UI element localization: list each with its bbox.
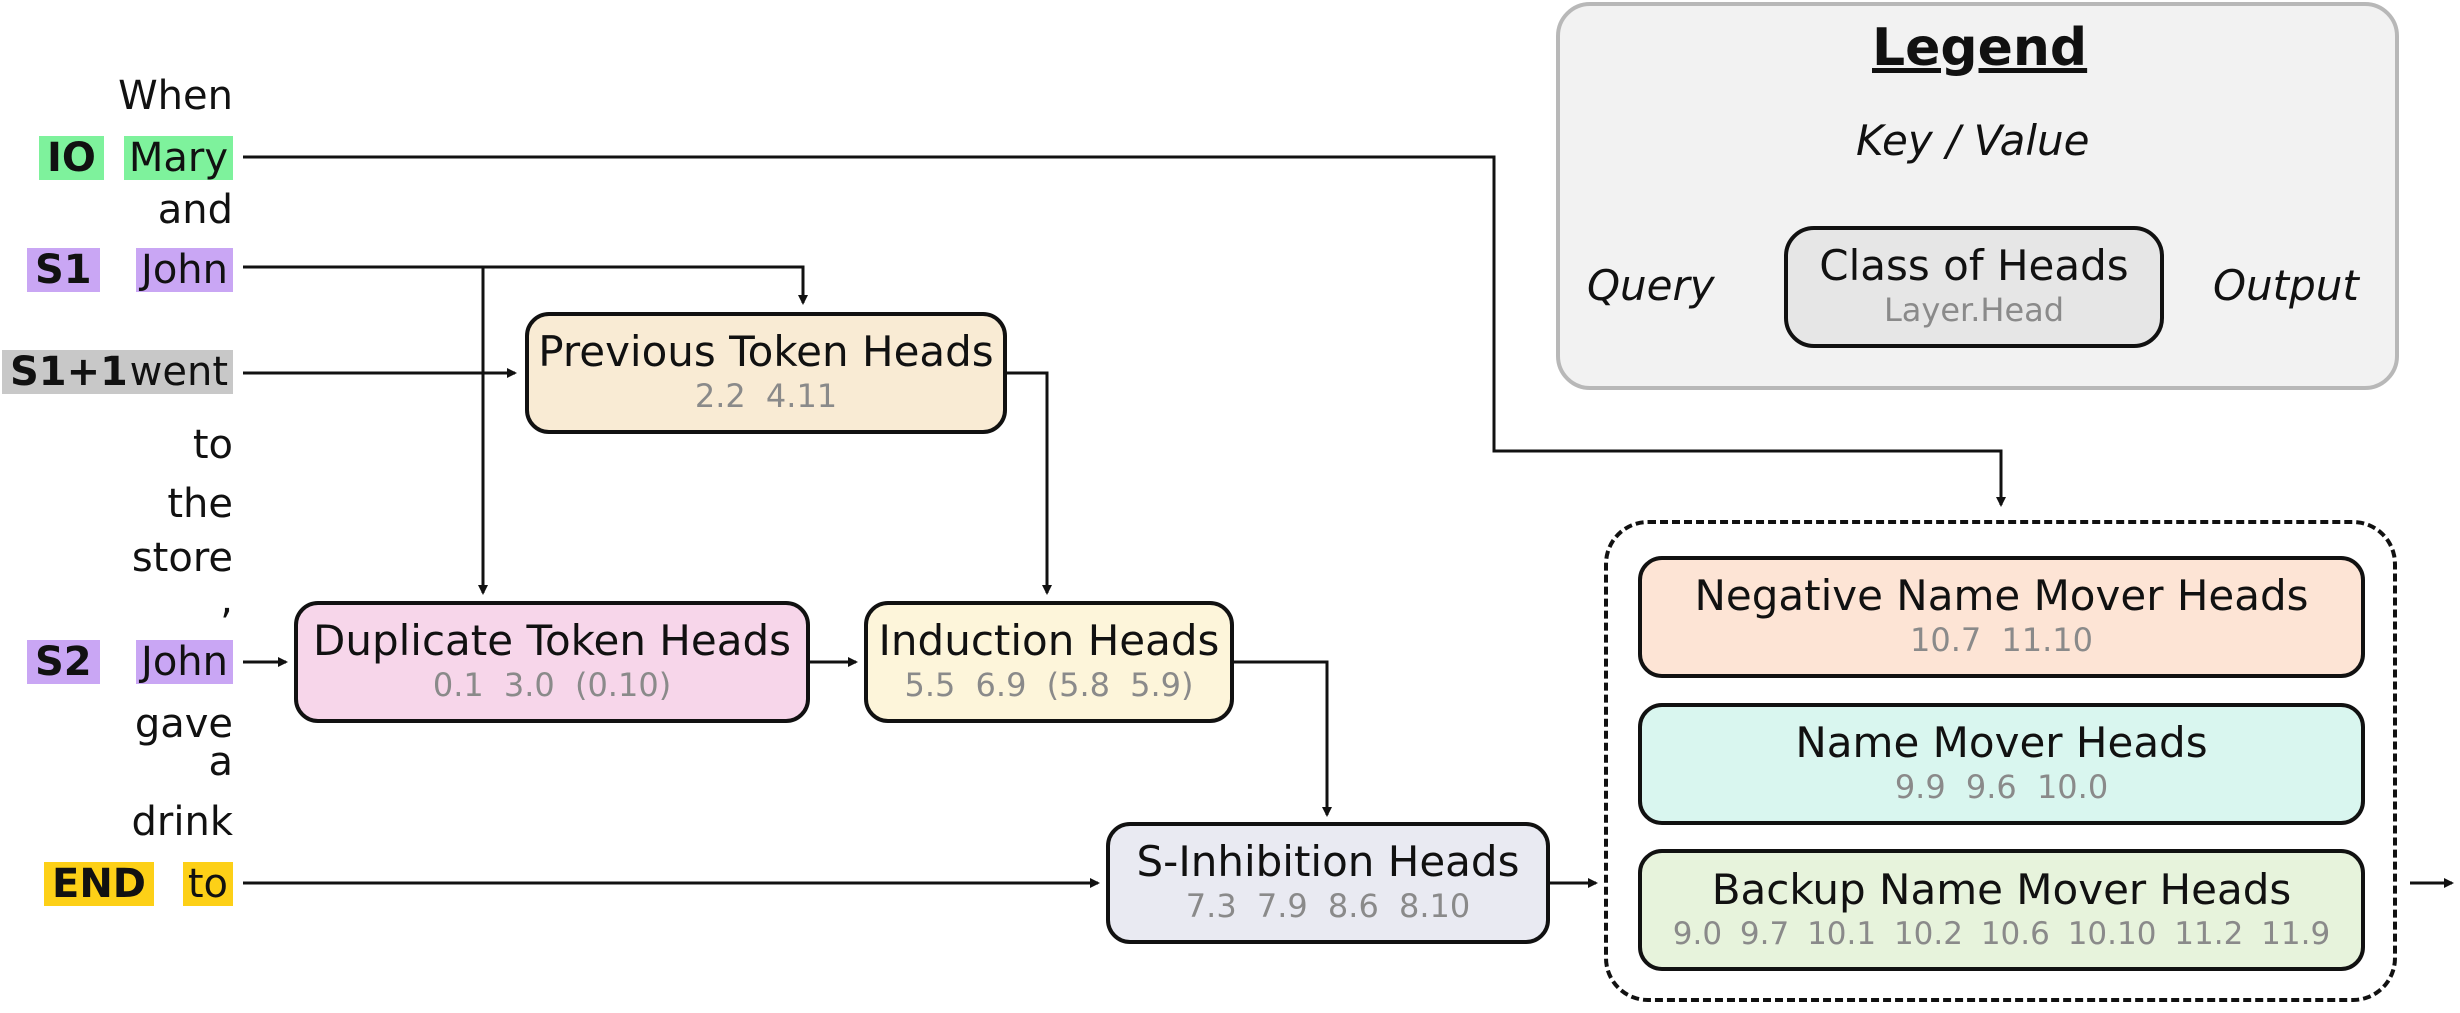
s-inhibition-heads-name: S-Inhibition Heads (1136, 837, 1520, 887)
duplicate-token-heads-name: Duplicate Token Heads (313, 616, 791, 666)
name-mover-heads-list: 9.9 9.6 10.0 (1894, 768, 2109, 807)
token-and: and (157, 187, 233, 233)
token-went: went (124, 350, 233, 394)
token-drink: drink (131, 799, 233, 845)
induction-heads-box: Induction Heads 5.5 6.9 (5.8 5.9) (864, 601, 1234, 723)
negative-name-mover-heads-name: Negative Name Mover Heads (1694, 571, 2309, 621)
previous-token-heads-name: Previous Token Heads (538, 327, 994, 377)
tag-io: IO (39, 136, 104, 180)
legend-query-label: Query (1587, 261, 1715, 310)
tag-end: END (44, 862, 155, 906)
legend-layer-head-label: Layer.Head (1883, 291, 2065, 330)
duplicate-token-heads-list: 0.1 3.0 (0.10) (432, 666, 672, 705)
backup-name-mover-heads-box: Backup Name Mover Heads 9.0 9.7 10.1 10.… (1638, 849, 2365, 971)
token-a: a (208, 739, 233, 785)
token-the: the (167, 481, 233, 527)
token-store: store (131, 535, 233, 581)
backup-name-mover-heads-name: Backup Name Mover Heads (1711, 864, 2292, 914)
tag-s2: S2 (27, 640, 100, 684)
previous-token-heads-list: 2.2 4.11 (694, 377, 838, 416)
name-mover-group (1604, 520, 2397, 1002)
induction-heads-name: Induction Heads (878, 616, 1220, 666)
name-mover-heads-name: Name Mover Heads (1795, 718, 2208, 768)
edge-induction-to-s-inhibition (1234, 660, 1332, 817)
previous-token-heads-box: Previous Token Heads 2.2 4.11 (525, 312, 1007, 434)
token-mary: Mary (123, 136, 233, 180)
legend-class-of-heads-box: Class of Heads Layer.Head (1784, 226, 2164, 348)
duplicate-token-heads-box: Duplicate Token Heads 0.1 3.0 (0.10) (294, 601, 810, 723)
name-mover-heads-box: Name Mover Heads 9.9 9.6 10.0 (1638, 703, 2365, 825)
edge-previous-token-to-induction (1007, 371, 1052, 595)
backup-name-mover-heads-list: 9.0 9.7 10.1 10.2 10.6 10.10 11.2 11.9 (1672, 916, 2331, 952)
tag-s1: S1 (27, 248, 100, 292)
token-john-s1: John (136, 248, 233, 292)
s-inhibition-heads-box: S-Inhibition Heads 7.3 7.9 8.6 8.10 (1106, 822, 1550, 944)
negative-name-mover-heads-box: Negative Name Mover Heads 10.7 11.10 (1638, 556, 2365, 678)
token-to-1: to (192, 422, 233, 468)
token-john-s2: John (136, 640, 233, 684)
token-gave: gave (134, 701, 233, 747)
legend-title: Legend (1872, 18, 2088, 78)
s-inhibition-heads-list: 7.3 7.9 8.6 8.10 (1185, 887, 1471, 926)
tag-s1-plus-1: S1+1 (2, 350, 136, 394)
edge-s1-to-previous-token (243, 265, 808, 305)
token-comma: , (220, 577, 233, 623)
edge-io-to-name-movers (243, 155, 2006, 507)
negative-name-mover-heads-list: 10.7 11.10 (1909, 621, 2094, 660)
legend-output-label: Output (2213, 261, 2359, 310)
legend-key-value-label: Key / Value (1856, 116, 2090, 165)
legend-class-label: Class of Heads (1819, 241, 2129, 291)
token-to-end: to (182, 862, 233, 906)
induction-heads-list: 5.5 6.9 (5.8 5.9) (904, 666, 1194, 705)
token-when: When (118, 73, 233, 119)
